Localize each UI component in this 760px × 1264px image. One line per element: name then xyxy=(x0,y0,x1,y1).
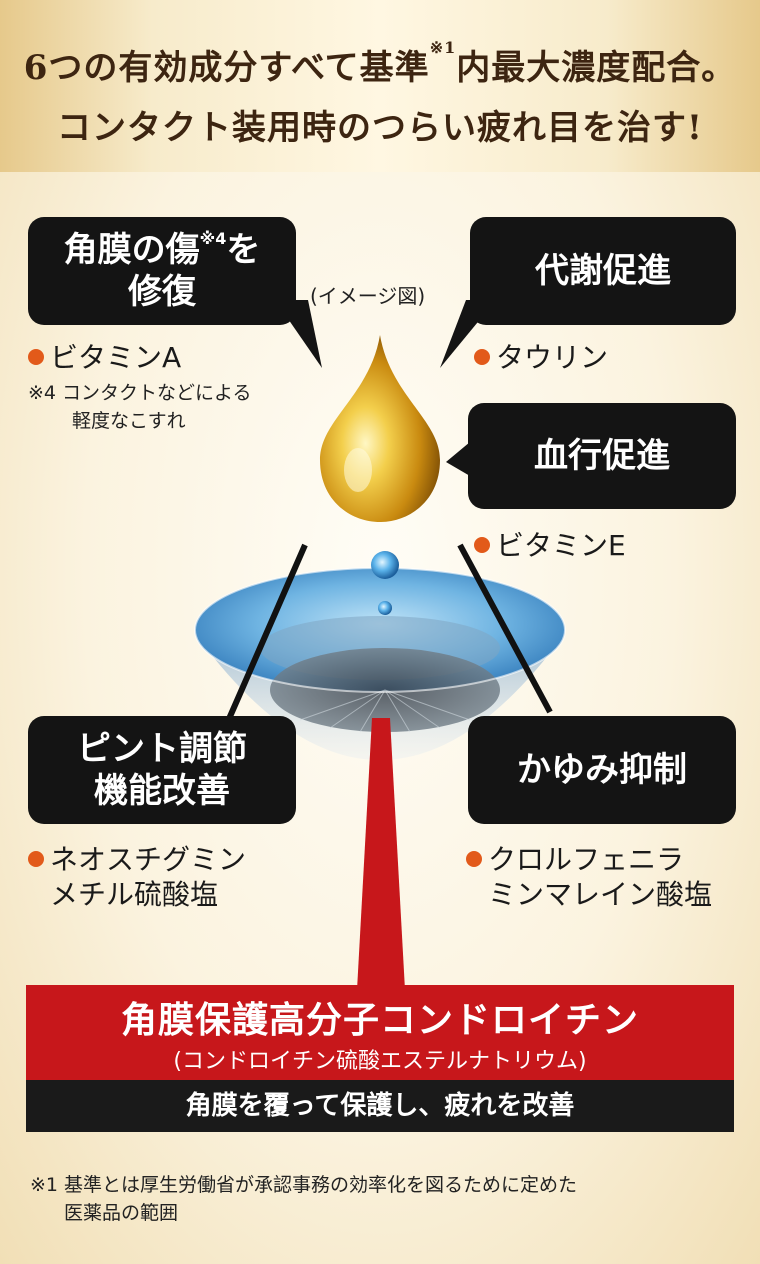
bubble-itch-relief: かゆみ抑制 xyxy=(468,716,736,824)
ingredient-vitamin-e: ビタミンE xyxy=(474,528,626,563)
bullet-icon xyxy=(28,349,44,365)
highlight-title: 角膜保護高分子コンドロイチン xyxy=(120,1000,639,1041)
highlight-bar: 角膜を覆って保護し、疲れを改善 xyxy=(26,1080,734,1132)
bubble-tail xyxy=(446,442,470,476)
image-note: (イメージ図) xyxy=(310,284,426,308)
pointer-lines xyxy=(222,543,553,730)
water-drop-icon xyxy=(371,551,399,579)
bullet-icon xyxy=(28,851,44,867)
ingredient-taurine: タウリン xyxy=(474,340,608,375)
bubble-blood-flow: 血行促進 xyxy=(468,403,736,509)
highlight-subtitle: (コンドロイチン硫酸エステルナトリウム) xyxy=(173,1049,587,1074)
note-4: ※4 コンタクトなどによる 軽度なこすれ xyxy=(28,382,252,432)
headline-line1: 6つの有効成分すべて基準※1内最大濃度配合。 xyxy=(23,38,737,88)
headline-line2: コンタクト装用時のつらい疲れ目を治す! xyxy=(57,108,703,148)
bullet-icon xyxy=(474,349,490,365)
red-arrow xyxy=(357,718,405,990)
footnote-marker-1: ※1 xyxy=(429,38,457,57)
gold-drop-icon xyxy=(320,335,440,522)
water-drop-small-icon xyxy=(378,601,392,615)
ingredient-vitamin-a: ビタミンA xyxy=(28,340,181,375)
lens-illustration xyxy=(194,335,566,990)
header-banner: 6つの有効成分すべて基準※1内最大濃度配合。 コンタクト装用時のつらい疲れ目を治… xyxy=(0,0,760,172)
bullet-icon xyxy=(466,851,482,867)
ingredient-chlorphenamine: クロルフェニラ ミンマレイン酸塩 xyxy=(466,842,712,912)
bubble-tail xyxy=(440,300,496,368)
bubble-tail xyxy=(275,300,322,368)
bubble-metabolism: 代謝促進 xyxy=(470,217,736,325)
bubble-focus-improve: ピント調節 機能改善 xyxy=(28,716,296,824)
bullet-icon xyxy=(474,537,490,553)
footnote-1: ※1 基準とは厚生労働省が承認事務の効率化を図るために定めた 医薬品の範囲 xyxy=(30,1174,578,1224)
chondroitin-highlight: 角膜保護高分子コンドロイチン (コンドロイチン硫酸エステルナトリウム) xyxy=(26,985,734,1080)
bubble-cornea-repair: 角膜の傷※4を 修復 xyxy=(28,217,296,325)
ingredient-neostigmine: ネオスチグミン メチル硫酸塩 xyxy=(28,842,246,912)
